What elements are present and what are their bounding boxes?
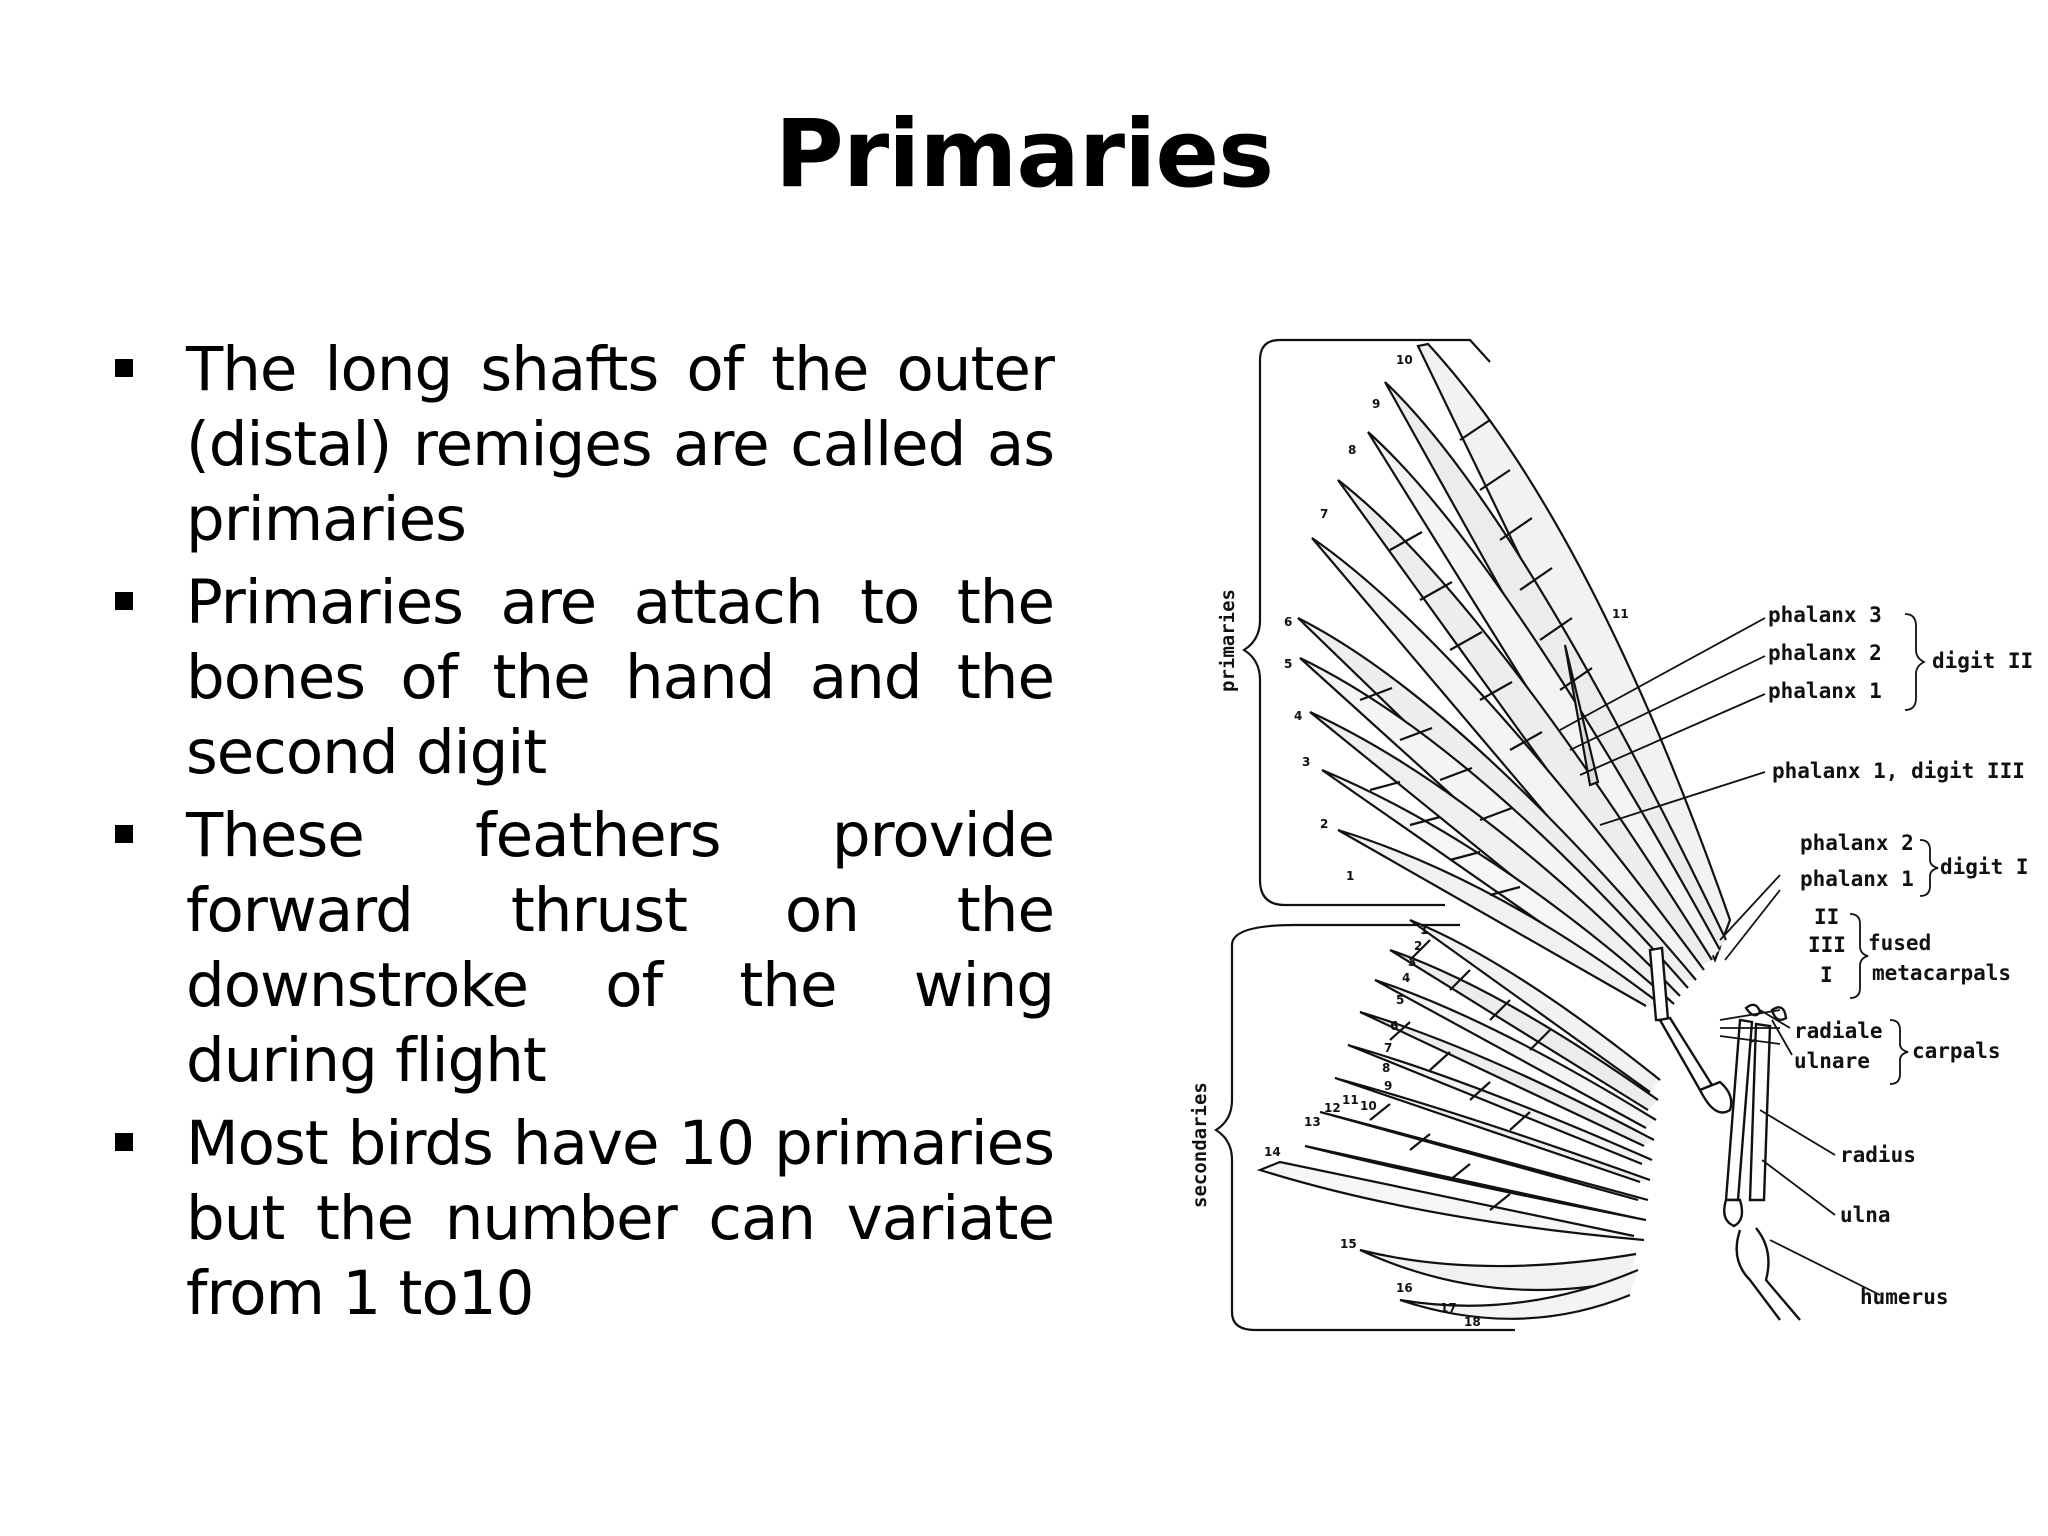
secondary-feathers: [1256, 918, 1661, 1320]
label-digit-2: digit II: [1932, 649, 2033, 673]
primary-number: 11: [1612, 607, 1629, 621]
secondary-number: 15: [1340, 1237, 1357, 1251]
secondary-number: 9: [1384, 1079, 1392, 1093]
label-ulnare: ulnare: [1794, 1049, 1870, 1073]
secondary-number: 17: [1440, 1301, 1457, 1315]
label-radius: radius: [1840, 1143, 1916, 1167]
label-phalanx-2: phalanx 2: [1768, 641, 1882, 665]
label-metacarpals: metacarpals: [1872, 961, 2011, 985]
bullet-square-icon: [115, 359, 133, 377]
bullet-item: Primaries are attach to the bones of the…: [108, 565, 1055, 790]
bullet-text: Primaries are attach to the bones of the…: [186, 567, 1055, 788]
label-radiale: radiale: [1794, 1019, 1883, 1043]
secondary-number: 3: [1408, 955, 1416, 969]
primary-number: 10: [1396, 353, 1413, 367]
secondary-number: 2: [1414, 939, 1422, 953]
bullet-text: Most birds have 10 primaries but the num…: [186, 1108, 1055, 1329]
primary-number: 1: [1346, 869, 1354, 883]
label-digit-1: digit I: [1940, 855, 2029, 879]
primary-number: 5: [1284, 657, 1292, 671]
primary-feathers: [1297, 342, 1732, 1011]
primary-number: 6: [1284, 615, 1292, 629]
label-phalanx-3: phalanx 3: [1768, 603, 1882, 627]
bullet-item: The long shafts of the outer (distal) re…: [108, 332, 1055, 557]
bullet-square-icon: [115, 1133, 133, 1151]
secondary-number: 8: [1382, 1061, 1390, 1075]
label-humerus: humerus: [1860, 1285, 1949, 1309]
secondary-number: 12: [1324, 1101, 1341, 1115]
secondary-number: 18: [1464, 1315, 1481, 1329]
primary-number: 9: [1372, 397, 1380, 411]
primary-number: 7: [1320, 507, 1328, 521]
primary-number: 4: [1294, 709, 1302, 723]
diagram-linework: [1213, 338, 1939, 1332]
label-phalanx-1: phalanx 1: [1768, 679, 1882, 703]
secondary-number: 10: [1360, 1099, 1377, 1113]
label-fused: fused: [1868, 931, 1931, 955]
label-metacarpal-1: I: [1820, 963, 1833, 987]
wing-bones: [1648, 946, 1801, 1321]
label-phalanx-1-digit-3: phalanx 1, digit III: [1772, 759, 2025, 783]
leader-lines: [1559, 613, 1939, 1296]
label-phalanx-2-digit-1: phalanx 2: [1800, 831, 1914, 855]
label-metacarpal-2: II: [1814, 905, 1839, 929]
primary-number: 3: [1302, 755, 1310, 769]
bullet-square-icon: [115, 592, 133, 610]
bullet-square-icon: [115, 825, 133, 843]
label-carpals: carpals: [1912, 1039, 2001, 1063]
secondary-number: 14: [1264, 1145, 1281, 1159]
secondary-number: 16: [1396, 1281, 1413, 1295]
bullet-item: These feathers provide forward thrust on…: [108, 798, 1055, 1098]
secondary-number: 5: [1396, 993, 1404, 1007]
bullet-list: The long shafts of the outer (distal) re…: [108, 332, 1055, 1339]
label-metacarpal-3: III: [1808, 933, 1846, 957]
primary-number: 8: [1348, 443, 1356, 457]
bullet-item: Most birds have 10 primaries but the num…: [108, 1106, 1055, 1331]
secondary-number: 11: [1342, 1093, 1359, 1107]
primary-number: 2: [1320, 817, 1328, 831]
secondary-number: 7: [1384, 1041, 1392, 1055]
label-ulna: ulna: [1840, 1203, 1891, 1227]
bullet-text: The long shafts of the outer (distal) re…: [186, 334, 1055, 555]
secondary-number: 1: [1420, 923, 1428, 937]
secondary-number: 4: [1402, 971, 1410, 985]
bullet-text: These feathers provide forward thrust on…: [186, 800, 1055, 1096]
secondary-number: 13: [1304, 1115, 1321, 1129]
label-phalanx-1-digit-1: phalanx 1: [1800, 867, 1914, 891]
secondaries-group-label: secondaries: [1189, 1082, 1211, 1208]
primaries-group-label: primaries: [1217, 589, 1239, 692]
secondary-number: 6: [1390, 1019, 1398, 1033]
wing-anatomy-diagram: primaries secondaries 10 9 8 7 6 5 4 3 2…: [1189, 338, 2033, 1332]
slide-title: Primaries: [774, 100, 1274, 209]
